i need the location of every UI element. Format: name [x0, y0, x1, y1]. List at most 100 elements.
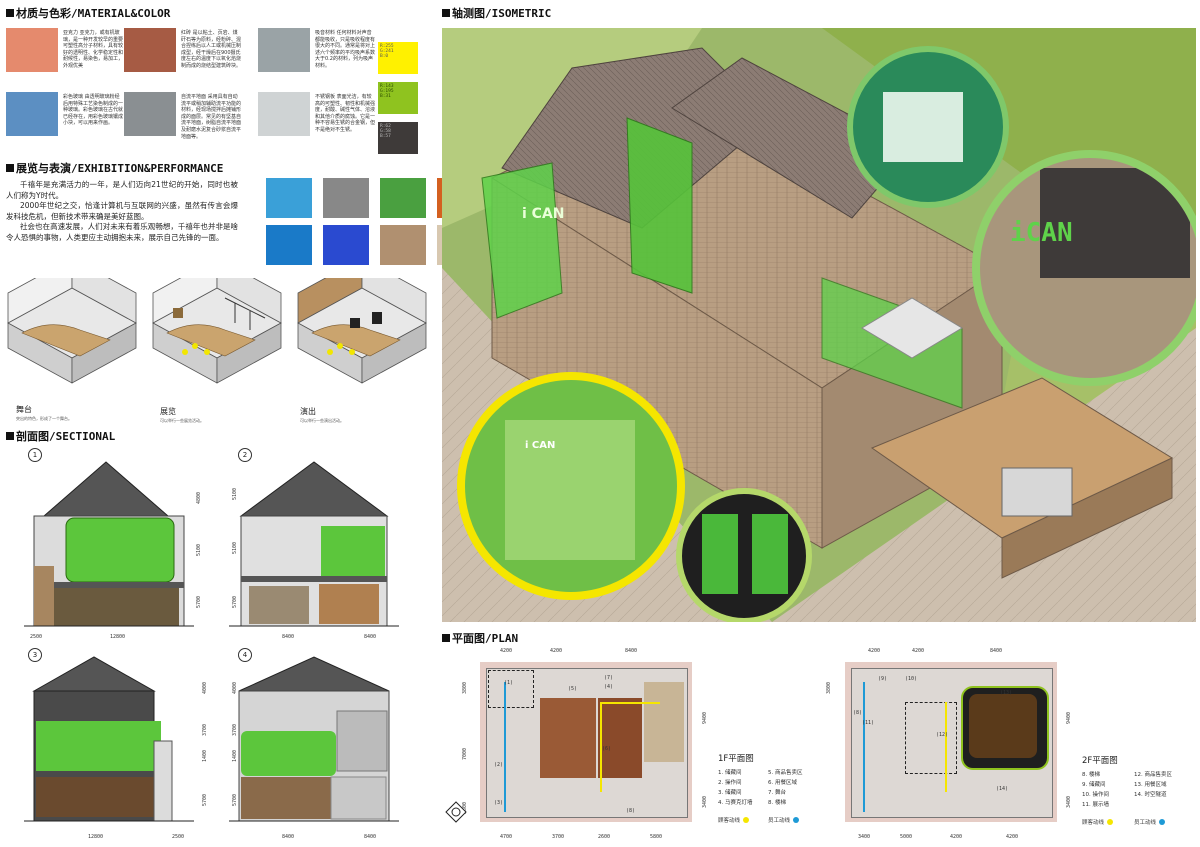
section-2 [229, 461, 399, 627]
room-number: (9) [878, 676, 888, 682]
plan-dimension: 4200 [500, 648, 513, 654]
legend-item: 8. 楼梯 [1082, 772, 1100, 778]
era-thumbnail [266, 178, 312, 218]
legend-item: 3. 储藏间 [718, 790, 742, 796]
callout-wall-sign: iCAN [1010, 218, 1073, 248]
room-number: (14) [996, 786, 1009, 792]
dimension-label: 8400 [282, 634, 295, 640]
legend-item: 7. 舞台 [768, 790, 786, 796]
legend-item: 10. 操作间 [1082, 792, 1109, 798]
plan-dimension: 9400 [702, 711, 708, 724]
staff-flow-label: 员工动线 [1134, 820, 1157, 826]
dimension-label: 5100 [232, 487, 238, 500]
iso-block-label: 展览 [160, 407, 176, 416]
plan-dimension: 7000 [462, 747, 468, 760]
plan-1f [480, 662, 692, 822]
iso-block-sub: 突出的特色，形成了一个舞台。 [16, 416, 72, 421]
dimension-label: 5100 [232, 541, 238, 554]
dimension-label: 12800 [88, 834, 104, 840]
plan-dimension: 4200 [950, 834, 963, 840]
material-image [6, 28, 58, 72]
era-thumbnail [323, 178, 369, 218]
callout-circle-corridor [676, 488, 812, 622]
legend-item: 5. 商品售卖区 [768, 770, 803, 776]
dimension-label: 3700 [202, 723, 208, 736]
dimension-label: 4800 [196, 491, 202, 504]
room-number: (8) [626, 808, 636, 814]
section-title-sectional: 剖面图/SECTIONAL [6, 428, 115, 444]
iso-sign-ican: i CAN [522, 206, 565, 222]
iso-block-sub: 可以举行一些展览活动。 [160, 418, 204, 423]
plan-dimension: 4200 [868, 648, 881, 654]
dimension-label: 3700 [232, 723, 238, 736]
dimension-label: 2500 [172, 834, 185, 840]
swatch-value: G:58 [380, 129, 391, 134]
iso-room-stage [7, 278, 137, 384]
legend-item: 12. 商品售卖区 [1134, 772, 1172, 778]
dimension-label: 5700 [202, 793, 208, 806]
swatch-value: R:255 [380, 44, 394, 49]
plan-dimension: 5800 [650, 834, 663, 840]
era-thumbnail [380, 225, 426, 265]
swatch-value: G:195 [380, 89, 394, 94]
staff-flow-legend: 员工动线 [768, 816, 800, 824]
section-1 [24, 461, 194, 627]
isometric-view: i CAN i CAN iCAN [442, 28, 1196, 622]
era-thumbnail [380, 178, 426, 218]
room-number: (2) [494, 762, 504, 768]
staff-flow-label: 员工动线 [768, 818, 791, 824]
era-thumbnail [323, 225, 369, 265]
room-number: (7) [604, 675, 614, 681]
room-number: (4) [604, 684, 614, 690]
plan-dimension: 3400 [858, 834, 871, 840]
sectional-drawings [24, 461, 399, 822]
plan-dimension: 4200 [1006, 834, 1019, 840]
room-number: (12) [936, 732, 949, 738]
dimension-label: 5700 [196, 595, 202, 608]
room-number: (1) [504, 680, 514, 686]
section-title-plan: 平面图/PLAN [442, 630, 518, 646]
material-text: 自流平地面 采用具有自动流平或稍加辅助流平功能的材料，经现场搅拌后摊铺形成的面层… [181, 94, 242, 140]
swatch-value: B:0 [380, 54, 389, 59]
plan2-title: 2F平面图 [1082, 756, 1118, 766]
callout-circle-lockers [847, 46, 1009, 208]
legend-item: 6. 用餐区域 [768, 780, 797, 786]
room-number: (11) [862, 720, 875, 726]
exhibition-text: 千禧年是充满活力的一年，是人们迈向21世纪的开始，同时也被人们称为Y时代。 20… [6, 180, 238, 242]
plan-dimension: 9400 [1066, 711, 1072, 724]
plan-dimension: 8400 [990, 648, 1003, 654]
plan-dimension: 3800 [826, 681, 832, 694]
dimension-label: 1400 [202, 749, 208, 762]
dimension-label: 8400 [364, 634, 377, 640]
material-image [258, 92, 310, 136]
plan-dimension: 3800 [462, 681, 468, 694]
guest-flow-legend: 顾客动线 [718, 816, 750, 824]
material-image [124, 28, 176, 72]
section-number: 4 [238, 648, 252, 662]
iso-block-label: 演出 [300, 407, 316, 416]
plan-dimension: 5000 [900, 834, 913, 840]
material-text: 亚克力 亚克力，或有机玻璃，是一种开发较早的重要可塑性高分子材料，具有较好的透明… [63, 30, 124, 69]
dimension-label: 5700 [232, 793, 238, 806]
iso-room-performance [297, 278, 427, 384]
swatch-value: R:143 [380, 84, 394, 89]
section-number: 1 [28, 448, 42, 462]
legend-item: 4. 马赛克灯墙 [718, 800, 753, 806]
section-title-exhibition: 展览与表演/EXHIBITION&PERFORMANCE [6, 160, 223, 176]
iso-rooms-diagram [7, 278, 427, 384]
dimension-label: 5100 [196, 543, 202, 556]
swatch-value: B:57 [380, 134, 391, 139]
section-3 [24, 656, 194, 822]
legend-item: 1. 储藏间 [718, 770, 742, 776]
material-text: 红砖 是以粘土、页岩、煤矸石等为原料，经粉碎、混合捏练后以人工或机械压制成型，经… [181, 30, 242, 69]
iso-block-sub: 可以举行一些演出活动。 [300, 418, 344, 423]
era-thumbnail [266, 225, 312, 265]
guest-flow-legend: 顾客动线 [1082, 818, 1114, 826]
legend-item: 13. 用餐区域 [1134, 782, 1167, 788]
plan-dimension: 3400 [1066, 795, 1072, 808]
callout-circle-entrance: i CAN [457, 372, 685, 600]
material-text: 不锈钢板 表面光洁，有较高的可塑性、韧性和机械强度，耐酸、碱性气体、溶液和其他介… [315, 94, 376, 133]
dimension-label: 8400 [364, 834, 377, 840]
staff-flow-dot [793, 817, 800, 823]
